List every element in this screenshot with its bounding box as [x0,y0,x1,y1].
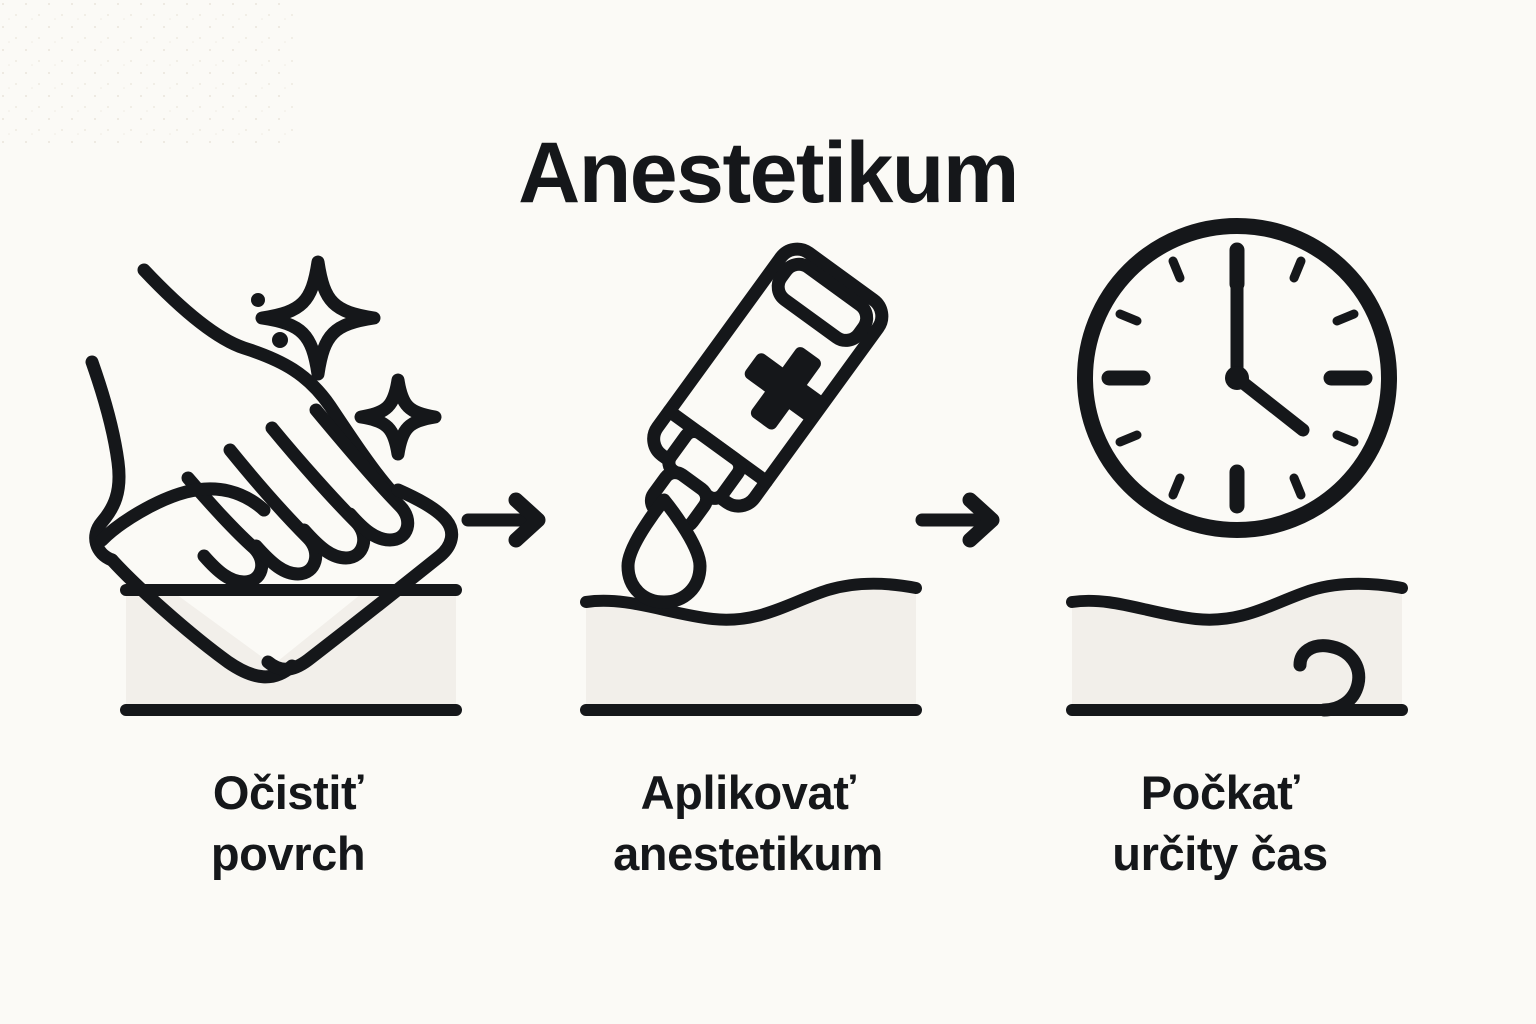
caption-line-2: povrch [210,827,366,881]
page-title: Anestetikum [518,124,1019,221]
step-card-clean-surface: Očistiť povrch [68,210,508,950]
arrow-step1-to-step2 [452,480,572,560]
wall-clock-icon [1000,210,1440,730]
cream-tube-drop-icon [528,210,968,730]
caption-line-2: určity čas [1112,827,1328,881]
step-card-apply-anesthetic: Aplikovať anestetikum [528,210,968,950]
caption-line-1: Očistiť [212,766,364,819]
caption-line-1: Počkať [1140,766,1300,819]
arrow-step2-to-step3 [906,480,1026,560]
caption-line-1: Aplikovať [640,766,856,819]
step-caption: Očistiť povrch [68,762,508,884]
step-caption: Aplikovať anestetikum [528,762,968,884]
step-card-wait-time: Počkať určity čas [1000,210,1440,950]
step-caption: Počkať určity čas [1000,762,1440,884]
steps-row: Očistiť povrch [0,210,1536,950]
clock-minute-hand [1230,371,1310,437]
caption-line-2: anestetikum [613,827,883,881]
hand-wiping-cloth-sparkle-icon [68,210,508,730]
